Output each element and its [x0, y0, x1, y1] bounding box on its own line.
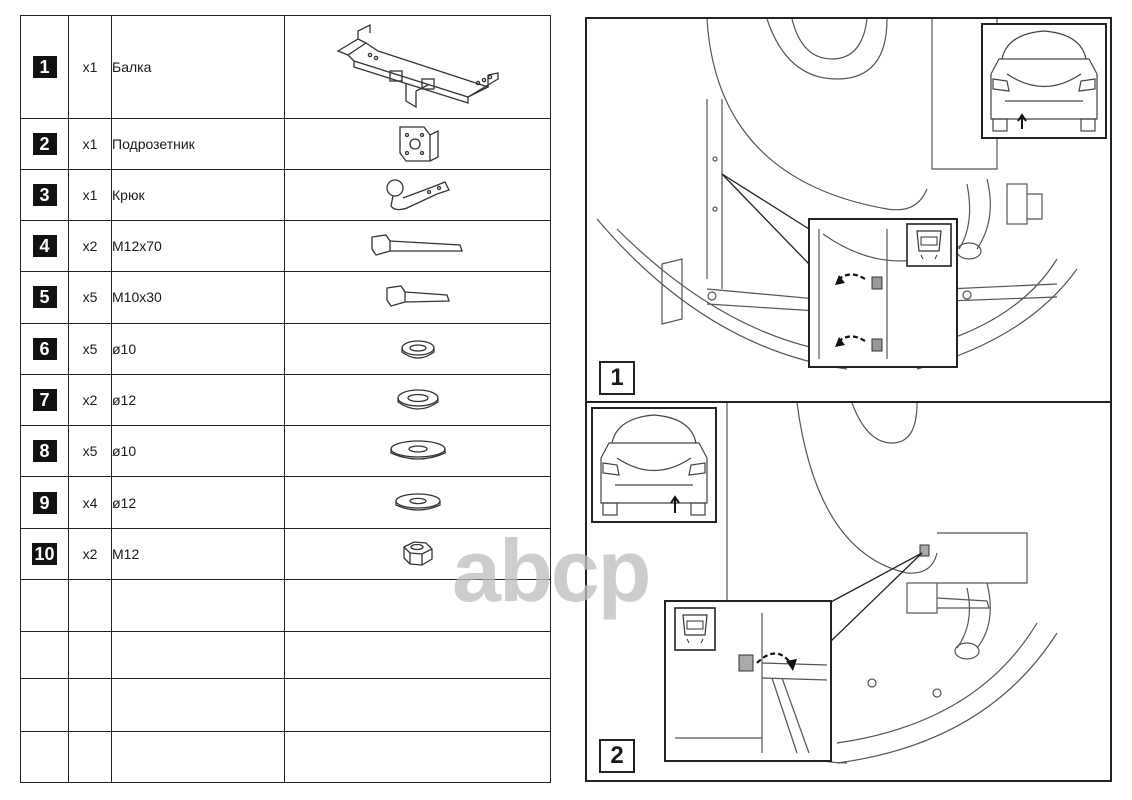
panel-divider — [587, 401, 1110, 403]
table-row-empty — [20, 678, 551, 732]
part-number: 7 — [32, 388, 57, 411]
part-number: 3 — [32, 183, 57, 206]
spring-washer-small-icon — [400, 340, 435, 359]
part-name: M12x70 — [111, 220, 285, 273]
part-qty: x2 — [68, 220, 112, 273]
table-row: 2 x1 Подрозетник — [20, 117, 551, 170]
table-row-empty — [20, 631, 551, 680]
part-qty: x2 — [68, 527, 112, 580]
part-name: Крюк — [111, 168, 285, 222]
part-qty: x5 — [68, 271, 112, 324]
table-row-empty — [20, 578, 551, 633]
step-1-detail-inset — [808, 218, 958, 368]
part-qty: x1 — [68, 168, 112, 222]
part-qty: x5 — [68, 425, 112, 478]
part-qty: x2 — [68, 373, 112, 427]
tow-ball-hook-icon — [385, 179, 450, 211]
table-row: 6 x5 ø10 — [20, 322, 551, 375]
part-name: M10x30 — [111, 271, 285, 324]
table-row: 7 x2 ø12 — [20, 373, 551, 427]
part-name: ø12 — [111, 373, 285, 427]
car-rear-thumbnail-icon — [591, 407, 717, 523]
parts-table: 1 x1 Балка — [20, 15, 551, 784]
part-number: 5 — [32, 286, 57, 309]
part-qty: x1 — [68, 117, 112, 170]
table-row: 3 x1 Крюк — [20, 168, 551, 222]
part-number: 1 — [32, 55, 57, 78]
part-number: 4 — [32, 235, 57, 258]
flat-washer-small-icon — [394, 492, 441, 511]
step-1-illustration — [596, 19, 1107, 370]
part-name: Балка — [111, 15, 285, 119]
flat-washer-large-icon — [389, 440, 446, 460]
step-2-detail-inset — [664, 600, 832, 762]
part-name: M12 — [111, 527, 285, 580]
part-number: 6 — [32, 337, 57, 360]
table-row: 8 x5 ø10 — [20, 425, 551, 478]
car-rear-thumbnail-icon — [981, 23, 1107, 139]
part-name: Подрозетник — [111, 117, 285, 170]
step-2-illustration — [591, 403, 1058, 764]
part-qty: x1 — [68, 15, 112, 119]
watermark-logo: abcp — [452, 521, 651, 620]
hex-nut-icon — [402, 541, 433, 566]
part-number: 2 — [32, 132, 57, 155]
part-qty: x4 — [68, 476, 112, 529]
part-number: 8 — [32, 440, 57, 463]
installation-diagram-panel: 1 — [585, 17, 1112, 782]
step-1-label: 1 — [599, 361, 635, 395]
spring-washer-large-icon — [396, 389, 439, 410]
part-name: ø10 — [111, 322, 285, 375]
part-name: ø12 — [111, 476, 285, 529]
table-row: 9 x4 ø12 — [20, 476, 551, 529]
step-2-label: 2 — [599, 739, 635, 773]
table-row: 1 x1 Балка — [20, 15, 551, 119]
table-row: 4 x2 M12x70 — [20, 220, 551, 273]
table-row-empty — [20, 730, 551, 784]
part-number: 10 — [32, 542, 57, 565]
table-row: 5 x5 M10x30 — [20, 271, 551, 324]
part-number: 9 — [32, 491, 57, 514]
socket-bracket-icon — [398, 126, 439, 162]
tow-bar-beam-icon — [336, 23, 499, 108]
part-qty: x5 — [68, 322, 112, 375]
part-name: ø10 — [111, 425, 285, 478]
table-row: 10 x2 M12 — [20, 527, 551, 580]
long-bolt-icon — [370, 234, 463, 256]
short-bolt-icon — [385, 285, 450, 308]
